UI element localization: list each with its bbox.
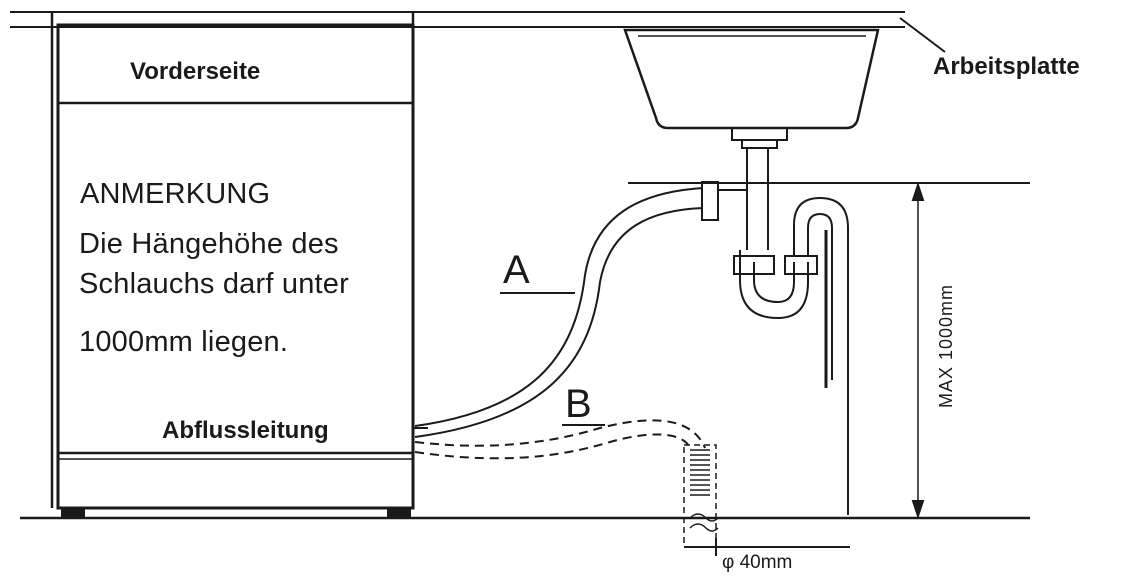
front-label: Vorderseite	[130, 58, 261, 85]
countertop-label: Arbeitsplatte	[933, 53, 1080, 80]
note-title: ANMERKUNG	[80, 178, 271, 210]
hose-a-label: A	[503, 248, 530, 292]
standpipe-curl	[689, 513, 719, 522]
trap-arm	[793, 196, 849, 515]
trap-nut-right	[784, 255, 818, 275]
sink-drain-flange	[731, 127, 788, 141]
foot-right	[387, 507, 411, 517]
standpipe-curl	[689, 523, 719, 532]
siphon-trap	[739, 250, 809, 320]
pipe-diameter-label: φ 40mm	[722, 552, 793, 573]
hose-a-inner	[414, 207, 704, 438]
dimension-arrow-bottom	[911, 500, 925, 520]
hose-connector	[701, 181, 719, 221]
siphon-trap-inner	[753, 262, 795, 304]
drain-line-label: Abflussleitung	[162, 417, 329, 444]
sink-drain-collar	[741, 139, 778, 149]
sink-bowl	[623, 28, 880, 130]
note-line-2: Schlauchs darf unter	[79, 268, 349, 300]
hose-b	[414, 419, 706, 449]
note-line-3: 1000mm liegen.	[79, 326, 289, 358]
countertop-leader	[899, 17, 946, 53]
trap-arm-inner	[807, 212, 833, 380]
max-height-label: MAX 1000mm	[936, 283, 956, 408]
hose-b-label: B	[565, 382, 592, 426]
hose-a	[414, 187, 704, 427]
foot-left	[61, 507, 85, 517]
note-line-1: Die Hängehöhe des	[79, 228, 339, 260]
dimension-arrow-top	[911, 181, 925, 201]
trap-nut-left	[733, 255, 775, 275]
hose-b-inner	[414, 433, 691, 460]
